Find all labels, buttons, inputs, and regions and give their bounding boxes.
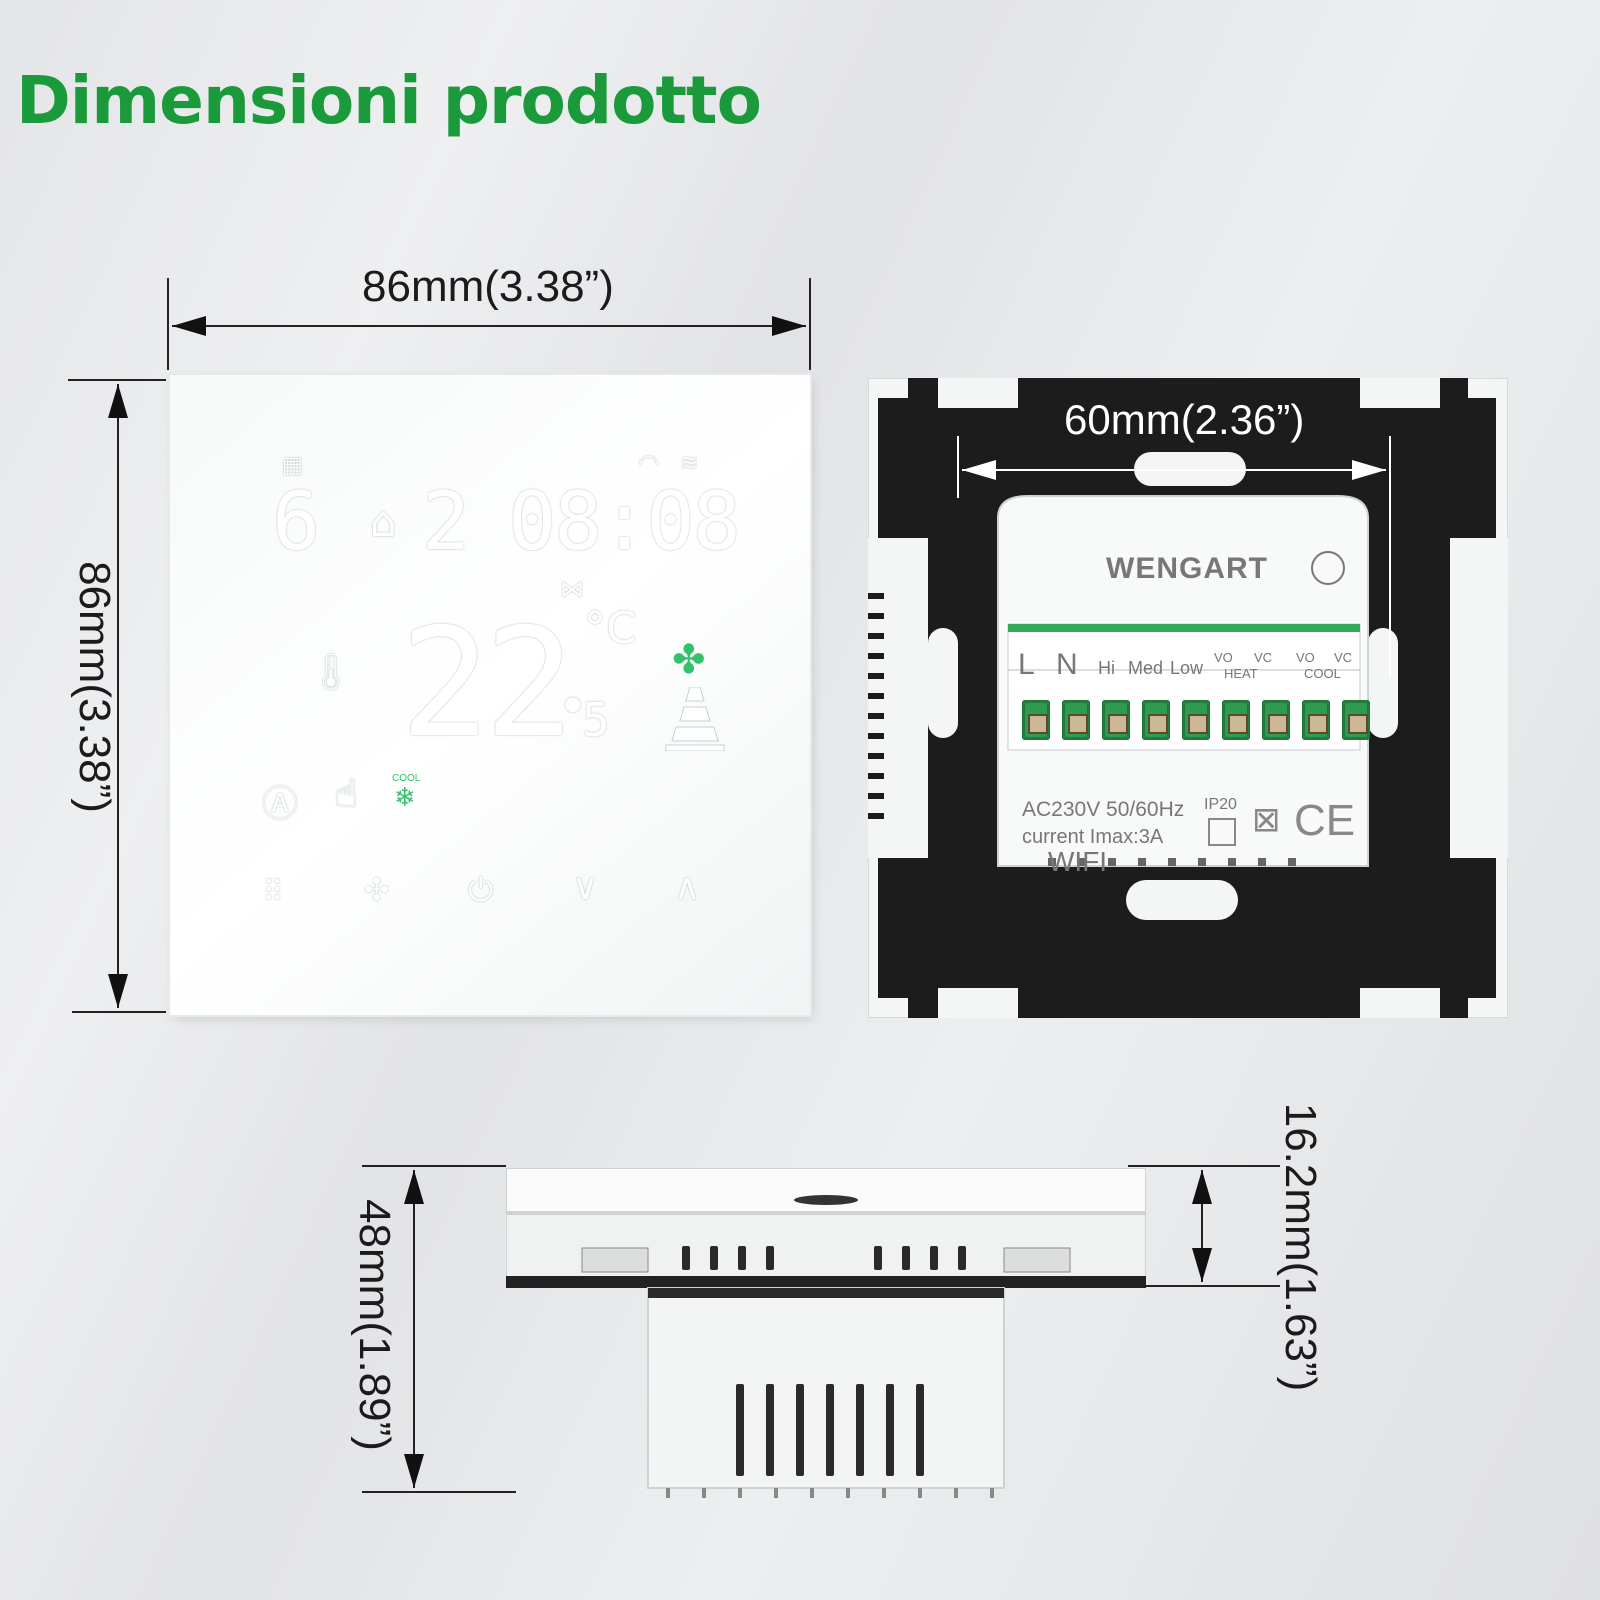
heat-icon: ≋ (680, 451, 699, 476)
terminal-label-cool-vo: VO (1296, 650, 1315, 665)
power-rating-text: AC230V 50/60Hz (1022, 798, 1185, 821)
terminal-screw (1222, 700, 1250, 740)
terminal-label-med: Med (1128, 658, 1164, 678)
power-icon[interactable]: ⏻ (468, 871, 494, 909)
current-rating-text: current Imax:3A (1022, 826, 1164, 848)
front-width-label: 86mm(3.38”) (362, 262, 614, 311)
thermostat-back-plate (868, 378, 1508, 1018)
page-title: Dimensioni prodotto (16, 62, 762, 139)
body-vent (796, 1384, 804, 1476)
body-vent (826, 1384, 834, 1476)
program-display: 2 (422, 475, 471, 568)
terminal-screw (1062, 700, 1090, 740)
terminal-screw (1142, 700, 1170, 740)
thermometer-icon: 🌡 (308, 652, 354, 693)
wifi-icon: ◠ (638, 449, 659, 477)
terminal-label-heat-vo: VO (1214, 650, 1233, 665)
home-person-icon: ⌂ (370, 497, 397, 546)
up-arrow-icon[interactable]: ∧ (674, 867, 701, 908)
body-vent (736, 1384, 744, 1476)
menu-grid-icon[interactable]: ⠿ (262, 875, 284, 910)
body-vent (766, 1384, 774, 1476)
terminal-screw (1022, 700, 1050, 740)
side-vent (738, 1246, 746, 1270)
terminal-label-N: N (1056, 648, 1078, 681)
terminal-label-cool-vc: VC (1334, 650, 1353, 665)
fan-speed-bars-icon (665, 687, 725, 751)
double-insulation-icon (1208, 818, 1236, 846)
calendar-clock-icon: ▦ (282, 453, 303, 478)
ip-rating-text: IP20 (1204, 796, 1237, 813)
side-vent (930, 1246, 938, 1270)
terminal-screw (1342, 700, 1370, 740)
body-vent (886, 1384, 894, 1476)
manual-hand-icon: ☝ (334, 771, 359, 817)
cool-group-label: COOL (1304, 666, 1341, 681)
day-display: 6 (272, 475, 321, 568)
mode-label: COOL (392, 773, 421, 784)
front-height-label: 86mm(3.38”) (70, 561, 119, 813)
side-vent (710, 1246, 718, 1270)
ce-mark: CE (1294, 796, 1356, 845)
temperature-decimal-display: 5 (582, 693, 610, 747)
terminal-screw (1102, 700, 1130, 740)
down-arrow-icon[interactable]: ∨ (572, 867, 599, 908)
temperature-unit: °C (584, 603, 637, 654)
side-vent (958, 1246, 966, 1270)
fan-button-icon[interactable]: ✣ (364, 873, 390, 908)
terminal-label-hi: Hi (1098, 658, 1115, 678)
total-depth-label: 48mm(1.89”) (350, 1199, 399, 1451)
total-depth-dimension-line (362, 1165, 516, 1493)
side-vent (902, 1246, 910, 1270)
side-vent (874, 1246, 882, 1270)
side-vent (766, 1246, 774, 1270)
temperature-display: 22 (400, 597, 575, 771)
body-vent (916, 1384, 924, 1476)
terminal-screw (1302, 700, 1330, 740)
auto-icon: Ⓐ (262, 784, 299, 825)
thermostat-front-panel: ▦ ◠ ≋ 6 ⌂ 2 08:08 ⋈ 22 5 °C ● 🌡 ✤ Ⓐ ☝ CO… (170, 375, 810, 1015)
decimal-point: ● (564, 691, 582, 715)
weee-bin-icon: ⊠ (1252, 800, 1281, 840)
wifi-label: WIFI (1048, 846, 1108, 877)
mount-spacing-label: 60mm(2.36”) (1064, 396, 1305, 443)
heat-group-label: HEAT (1224, 666, 1258, 681)
panel-depth-dimension-line (1128, 1165, 1280, 1287)
front-width-dimension-line (167, 278, 811, 370)
side-vent (682, 1246, 690, 1270)
clock-display: 08:08 (508, 475, 741, 568)
front-height-dimension-line (68, 379, 166, 1013)
panel-depth-label: 16.2mm(1.63”) (1276, 1102, 1325, 1392)
terminal-label-L: L (1018, 648, 1035, 681)
terminal-screw (1182, 700, 1210, 740)
terminal-screw (1262, 700, 1290, 740)
snowflake-icon: ❄ (394, 783, 416, 813)
body-vent (856, 1384, 864, 1476)
terminal-label-heat-vc: VC (1254, 650, 1273, 665)
fan-icon: ✤ (672, 637, 706, 683)
brand-logo: WENGART (1106, 552, 1268, 585)
terminal-label-low: Low (1170, 658, 1204, 678)
valve-icon: ⋈ (560, 575, 584, 603)
